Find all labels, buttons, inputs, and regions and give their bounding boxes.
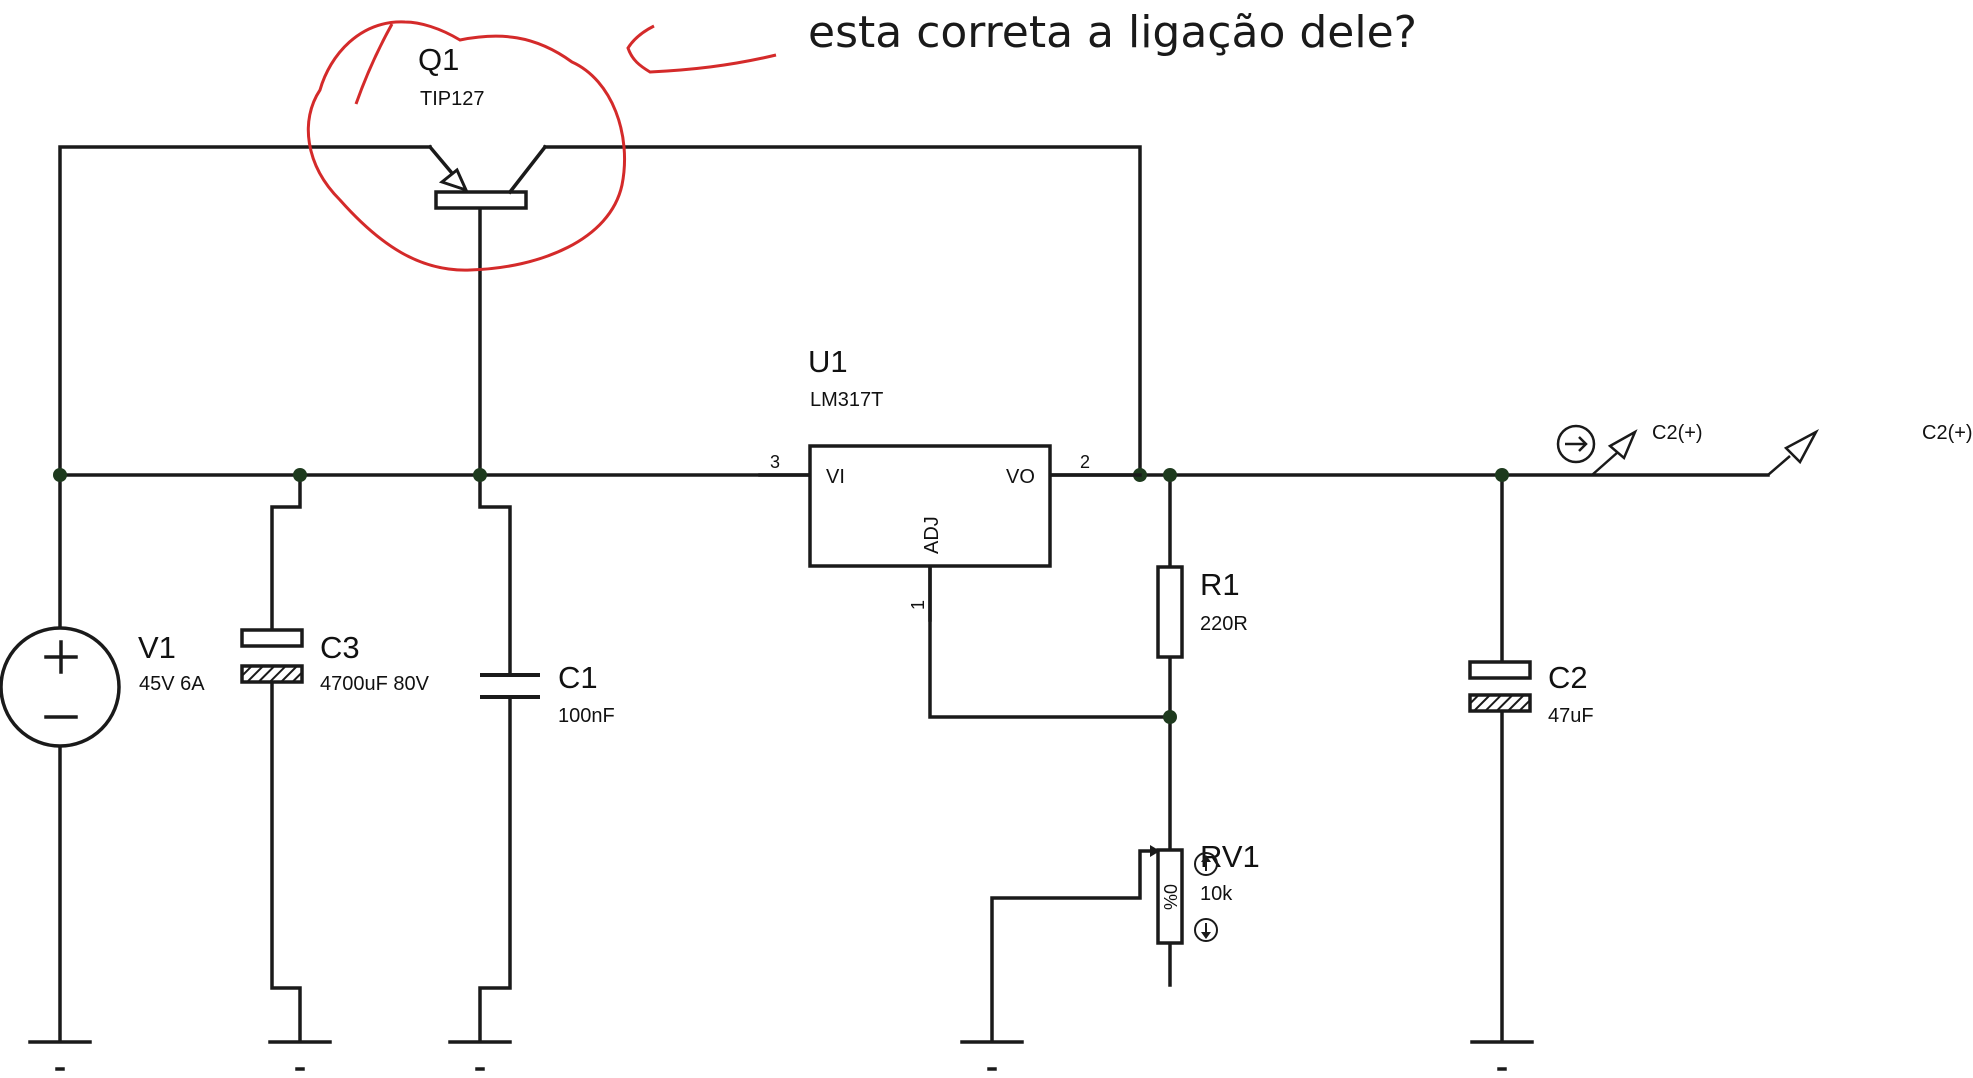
u1-ref-label: U1 [808, 344, 848, 379]
decrease-arrow-icon[interactable] [1194, 918, 1218, 942]
voltage-probe-1[interactable]: C2(+) [1556, 422, 1703, 476]
q1-emitter-arrow [438, 167, 469, 193]
wire-adj [928, 566, 1172, 719]
regulator-u1[interactable]: U1 LM317T VI VO ADJ 3 2 1 [758, 344, 1142, 622]
wire-c1-top [478, 473, 512, 677]
c3-ref-label: C3 [320, 630, 360, 665]
voltage-source-v1[interactable]: V1 45V 6A [0, 626, 205, 748]
junction-dot [1495, 468, 1509, 482]
c2-plate-negative [1468, 693, 1532, 713]
capacitor-c2[interactable]: C2 47uF [1468, 660, 1594, 727]
wire-top-right [543, 145, 1142, 477]
c1-ref-label: C1 [558, 660, 598, 695]
q1-base-bar [434, 190, 528, 210]
grounds [28, 1040, 1534, 1071]
wires [58, 145, 1770, 1042]
annotation-question: esta correta a ligação dele? [808, 7, 1417, 58]
v1-ref-label: V1 [138, 630, 176, 665]
c2-value-label: 47uF [1548, 705, 1594, 727]
u1-body [808, 444, 1052, 568]
probe-arrow-icon [1783, 428, 1820, 465]
probe-arrow-icon [1607, 429, 1638, 461]
q1-ref-label: Q1 [418, 42, 459, 77]
voltage-probe-2[interactable]: C2(+) [1767, 422, 1973, 476]
increase-arrow-icon[interactable] [1194, 852, 1218, 876]
ground-icon [268, 1040, 332, 1071]
q1-value-label: TIP127 [420, 88, 484, 110]
u1-pin-vi-label: VI [826, 466, 845, 488]
probe2-label: C2(+) [1922, 422, 1973, 444]
ground-icon [28, 1040, 92, 1071]
potentiometer-rv1[interactable]: 0% RV1 10k [1150, 839, 1260, 945]
r1-body [1156, 565, 1184, 659]
junction-dot [53, 468, 67, 482]
u1-pin2-number: 2 [1080, 452, 1090, 472]
current-probe-icon[interactable] [1556, 424, 1596, 464]
rv1-body [1156, 848, 1184, 945]
junction-dot [1163, 468, 1177, 482]
rv1-wiper-percent: 0% [1160, 884, 1180, 910]
resistor-r1[interactable]: R1 220R [1156, 565, 1248, 659]
rv1-ref-label: RV1 [1200, 839, 1260, 874]
probe1-stem [1591, 451, 1619, 476]
u1-pin3-number: 3 [770, 452, 780, 472]
annotation-circle [306, 20, 627, 272]
v1-value-label: 45V 6A [139, 673, 205, 695]
capacitor-c1[interactable]: C1 100nF [480, 660, 615, 727]
ground-icon [1470, 1040, 1534, 1071]
probe2-stem [1767, 455, 1791, 476]
c2-plate-positive [1468, 660, 1532, 680]
ground-icon [448, 1040, 512, 1071]
wire-rv1-wiper [990, 849, 1154, 1042]
wire-c3-top [270, 473, 302, 630]
probe1-label: C2(+) [1652, 422, 1703, 444]
r1-ref-label: R1 [1200, 567, 1240, 602]
c3-plate-negative [240, 664, 304, 684]
r1-value-label: 220R [1200, 613, 1248, 635]
annotation: esta correta a ligação dele? [306, 7, 1417, 272]
ground-icon [960, 1040, 1024, 1071]
c3-plate-positive [240, 628, 304, 648]
plus-icon [44, 640, 78, 674]
u1-value-label: LM317T [810, 389, 883, 411]
annotation-arrow [626, 24, 777, 74]
transistor-q1[interactable]: Q1 TIP127 [418, 42, 548, 210]
c3-value-label: 4700uF 80V [320, 673, 430, 695]
v1-circle [0, 626, 121, 748]
wire-c3-bottom [270, 681, 302, 1042]
rv1-value-label: 10k [1200, 883, 1233, 905]
junctions [53, 468, 1509, 724]
c2-ref-label: C2 [1548, 660, 1588, 695]
wire-top-left [58, 145, 432, 477]
junction-dot [293, 468, 307, 482]
u1-pin-vo-label: VO [1006, 466, 1035, 488]
junction-dot [1163, 710, 1177, 724]
annotation-stroke [354, 23, 394, 105]
capacitor-c3[interactable]: C3 4700uF 80V [240, 628, 430, 695]
c1-value-label: 100nF [558, 705, 615, 727]
u1-pin1-number: 1 [908, 600, 928, 610]
q1-collector-lead [507, 144, 548, 195]
rv1-wiper-arrow [1150, 845, 1160, 857]
wire-c1-bottom [478, 695, 512, 1042]
u1-pin-adj-label: ADJ [921, 516, 943, 554]
junction-dot [473, 468, 487, 482]
